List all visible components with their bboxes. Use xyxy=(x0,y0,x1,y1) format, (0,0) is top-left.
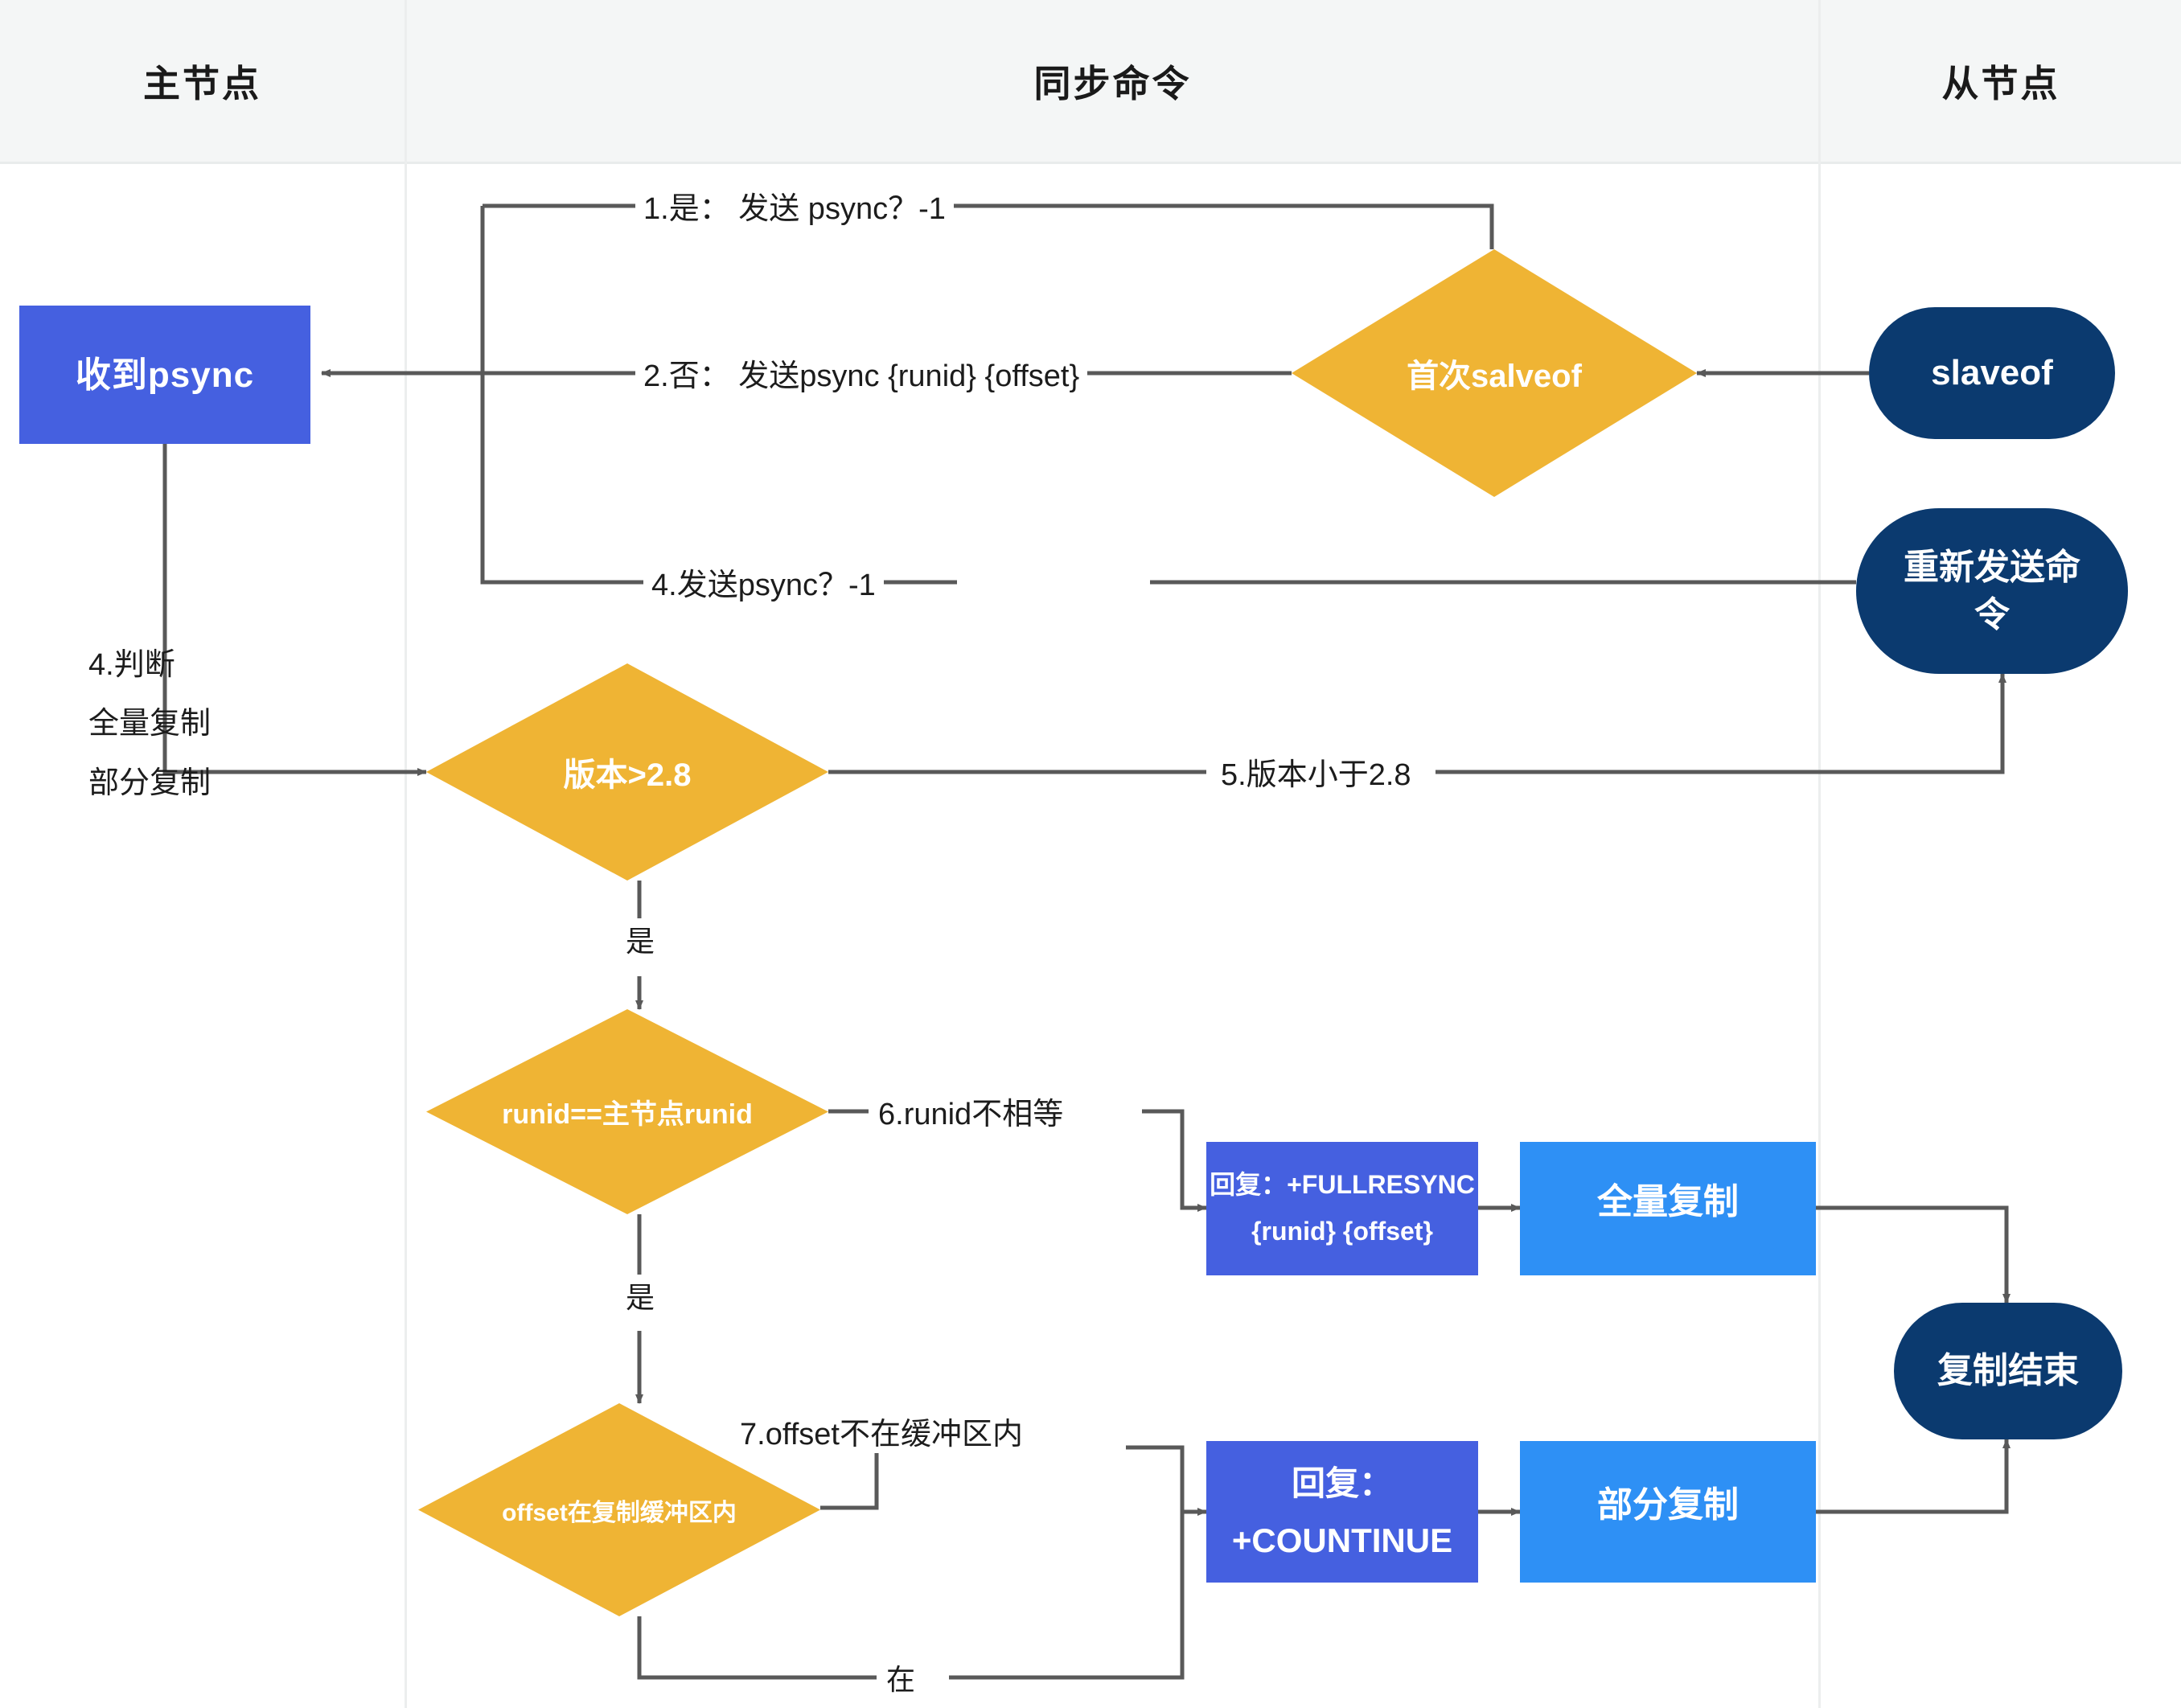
node-reply-fullresync[interactable]: 回复：+FULLRESYNC {runid} {offset} xyxy=(1206,1142,1478,1275)
lane-title-slave: 从节点 xyxy=(1941,62,2060,105)
lane-title-sync: 同步命令 xyxy=(1033,62,1192,105)
document-shape xyxy=(1520,1142,1816,1275)
node-first-slaveof-decision[interactable]: 首次salveof xyxy=(1292,249,1697,497)
edge-label-yes-runid: 是 xyxy=(618,1275,663,1316)
node-reply-continue[interactable]: 回复： +COUNTINUE xyxy=(1206,1441,1478,1583)
lane-header-slave: 从节点 xyxy=(1821,0,2181,164)
node-label-line1: 回复： xyxy=(1291,1464,1393,1502)
node-label: 重新发送命令 xyxy=(1904,547,2080,634)
master-note-line2: 全量复制 xyxy=(88,707,212,741)
node-full-replication[interactable]: 全量复制 xyxy=(1520,1142,1816,1275)
document-shape xyxy=(1520,1441,1816,1582)
node-label: slaveof xyxy=(1931,353,2053,393)
master-note-line3: 部分复制 xyxy=(88,766,212,800)
node-label: runid==主节点runid xyxy=(502,1099,753,1130)
node-label-line1: 回复：+FULLRESYNC xyxy=(1210,1170,1475,1200)
edge-label-1-yes-send-psync: 1.是： 发送 psync？-1 xyxy=(635,183,954,228)
lane-divider-2 xyxy=(1818,0,1821,1708)
node-label: offset在复制缓冲区内 xyxy=(502,1499,737,1526)
node-replication-end[interactable]: 复制结束 xyxy=(1894,1303,2122,1439)
node-received-psync[interactable]: 收到psync xyxy=(19,306,310,444)
node-label: 全量复制 xyxy=(1597,1182,1739,1221)
edge-label-yes-version: 是 xyxy=(618,918,663,960)
lane-header-master: 主节点 xyxy=(0,0,405,164)
node-label-line2: {runid} {offset} xyxy=(1251,1217,1433,1246)
node-label: 收到psync xyxy=(75,355,255,395)
node-label-line2: +COUNTINUE xyxy=(1231,1521,1453,1559)
lane-title-master: 主节点 xyxy=(143,62,261,105)
edge-label-in-buffer: 在 xyxy=(878,1657,924,1698)
edge-label-2-no-send-psync-runid-offset: 2.否： 发送psync {runid} {offset} xyxy=(635,351,1088,395)
lane-header-sync: 同步命令 xyxy=(407,0,1818,164)
node-partial-replication[interactable]: 部分复制 xyxy=(1520,1441,1816,1583)
lane-divider-1 xyxy=(405,0,407,1708)
node-label: 部分复制 xyxy=(1597,1485,1739,1525)
node-slaveof[interactable]: slaveof xyxy=(1869,307,2115,439)
node-runid-equals-decision[interactable]: runid==主节点runid xyxy=(426,1009,828,1214)
master-note: 4.判断 全量复制 部分复制 xyxy=(88,645,211,804)
node-label: 版本>2.8 xyxy=(563,758,692,793)
master-note-line1: 4.判断 xyxy=(88,648,175,682)
edge-label-6-runid-not-equal: 6.runid不相等 xyxy=(870,1089,1072,1133)
edge-label-5-version-lt-28: 5.版本小于2.8 xyxy=(1213,749,1419,794)
edge-label-4-send-psync: 4.发送psync？-1 xyxy=(643,560,884,604)
node-label: 首次salveof xyxy=(1407,359,1582,394)
node-label: 复制结束 xyxy=(1937,1351,2079,1391)
edge-label-7-offset-not-in-buffer: 7.offset不在缓冲区内 xyxy=(732,1409,1031,1453)
node-resend-command[interactable]: 重新发送命令 xyxy=(1856,508,2128,674)
node-version-gt-28-decision[interactable]: 版本>2.8 xyxy=(426,663,828,881)
